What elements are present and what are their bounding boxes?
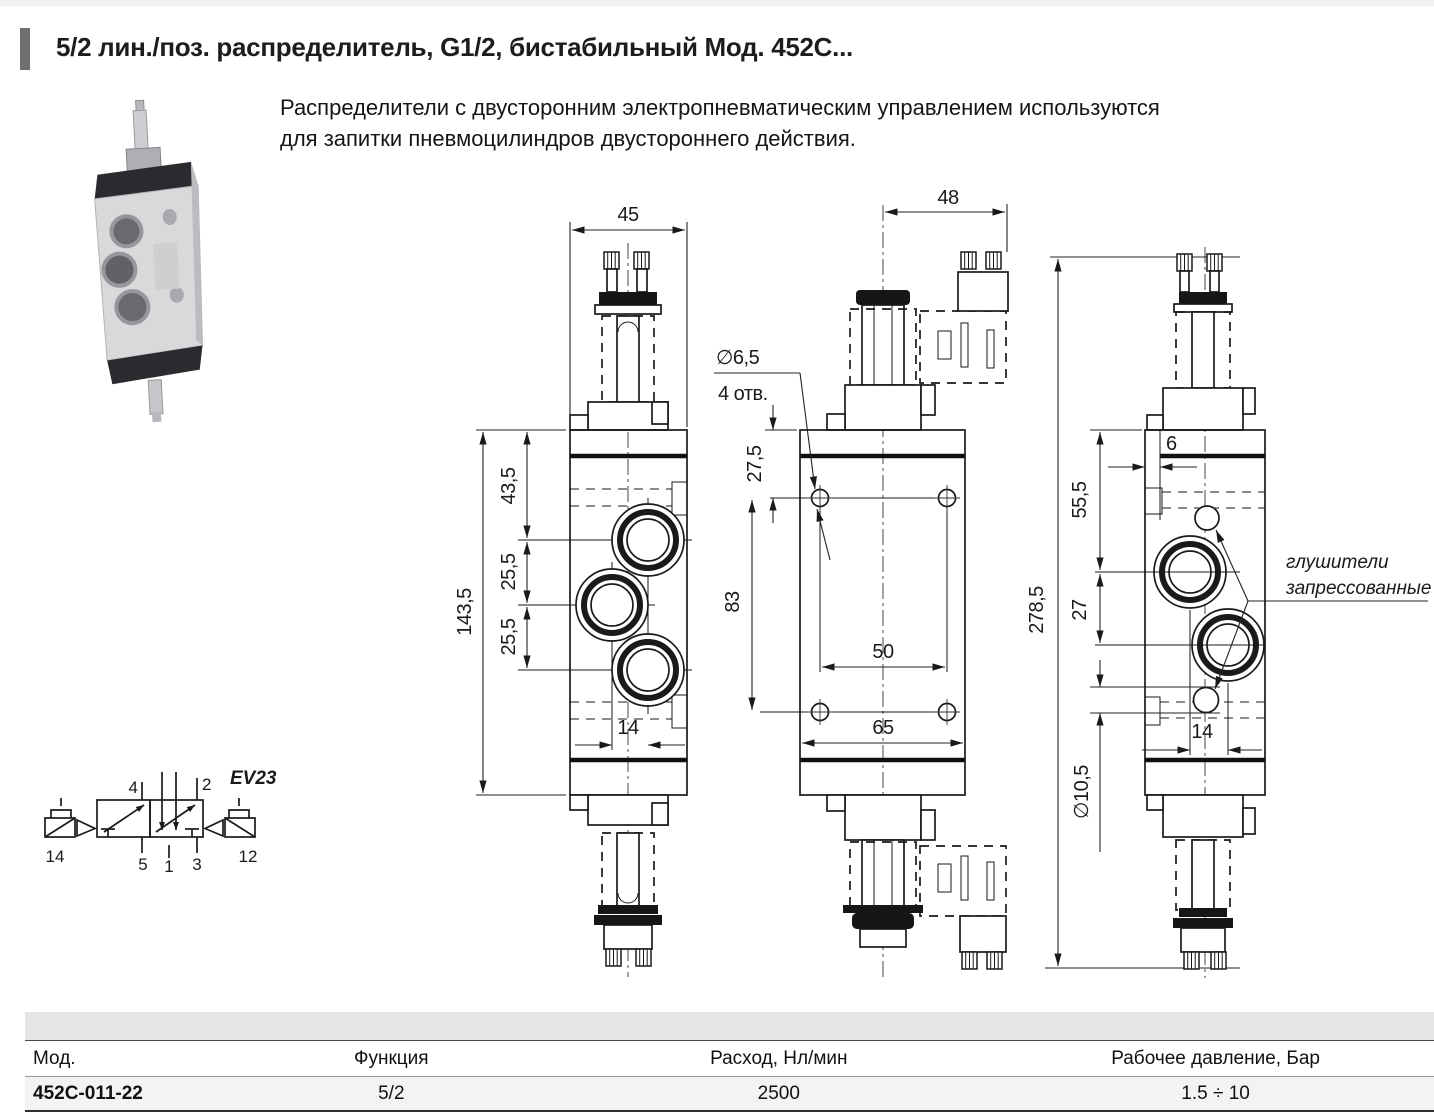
dim-front-seg-bot: 25,5 <box>498 618 520 655</box>
header-model: Мод. <box>33 1047 76 1069</box>
header-pressure: Рабочее давление, Бар <box>1111 1047 1320 1069</box>
product-photo <box>94 99 204 423</box>
description-line-2: для запитки пневмоцилиндров двустороннег… <box>280 126 856 151</box>
technical-drawing: 45 143,5 43,5 25,5 25,5 14 <box>454 187 1431 980</box>
table-top-band <box>25 1012 1434 1041</box>
cell-pressure: 1.5 ÷ 10 <box>1181 1082 1250 1104</box>
symbol-port-5: 5 <box>138 855 147 874</box>
side-view: 48 ∅6,5 4 отв. 27,5 83 50 65 278,5 <box>714 187 1240 980</box>
silencer-note-line2: запрессованные <box>1285 578 1431 599</box>
dim-back-top: 55,5 <box>1069 481 1091 518</box>
dim-side-hole-dia: ∅6,5 <box>716 347 760 369</box>
dim-side-top: 27,5 <box>744 445 766 482</box>
dim-back-silencer-dia: ∅10,5 <box>1071 765 1093 819</box>
table-header-row: Мод. Функция Расход, Нл/мин Рабочее давл… <box>25 1041 1434 1077</box>
table-data-row: 452C-011-22 5/2 2500 1.5 ÷ 10 <box>25 1077 1434 1112</box>
dim-back-ports: 27 <box>1069 599 1091 621</box>
dim-front-seg-top: 43,5 <box>498 467 520 504</box>
dim-back-edge: 6 <box>1166 433 1177 455</box>
dim-side-body-w: 65 <box>872 717 894 739</box>
page-top-strip <box>0 0 1434 6</box>
dim-side-width: 48 <box>937 187 959 209</box>
dim-side-holes-v: 83 <box>722 591 744 613</box>
product-description: Распределители с двусторонним электропне… <box>280 92 1330 154</box>
dim-front-port-offset: 14 <box>617 717 639 739</box>
symbol-port-3: 3 <box>192 855 201 874</box>
symbol-pilot-14: 14 <box>46 847 65 866</box>
symbol-pilot-12: 12 <box>239 847 258 866</box>
dim-back-port-offset: 14 <box>1191 721 1213 743</box>
cell-flow: 2500 <box>757 1082 800 1104</box>
title-accent-bar <box>20 28 30 70</box>
dim-total-height: 278,5 <box>1026 586 1048 634</box>
cell-model: 452C-011-22 <box>33 1082 143 1104</box>
header-function: Функция <box>354 1047 429 1069</box>
symbol-port-4: 4 <box>129 778 138 797</box>
header-flow: Расход, Нл/мин <box>710 1047 848 1069</box>
page-title: 5/2 лин./поз. распределитель, G1/2, бист… <box>56 32 853 62</box>
cell-function: 5/2 <box>378 1082 405 1104</box>
spec-table: Мод. Функция Расход, Нл/мин Рабочее давл… <box>0 1012 1434 1112</box>
description-line-1: Распределители с двусторонним электропне… <box>280 95 1160 120</box>
symbol-model-label: EV23 <box>230 768 277 789</box>
dim-front-total-height: 143,5 <box>454 588 476 636</box>
front-view: 45 143,5 43,5 25,5 25,5 14 <box>454 204 692 977</box>
dim-side-hole-count: 4 отв. <box>718 383 768 405</box>
symbol-port-1: 1 <box>164 857 173 876</box>
dim-front-seg-mid: 25,5 <box>498 553 520 590</box>
back-view: 6 55,5 27 14 ∅10,5 глушители запрессован… <box>1069 247 1431 978</box>
pneumatic-symbol: 4 2 5 1 3 14 12 EV23 <box>44 768 277 876</box>
dim-side-holes-h: 50 <box>872 641 894 663</box>
dim-front-width: 45 <box>617 204 639 226</box>
silencer-note-line1: глушители <box>1286 552 1389 573</box>
symbol-port-2: 2 <box>202 775 211 794</box>
